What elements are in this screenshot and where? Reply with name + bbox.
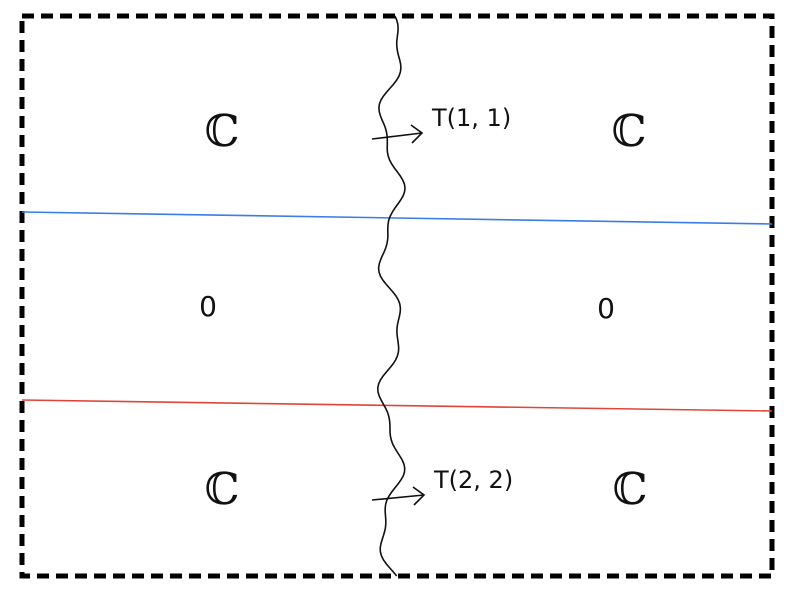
dashed-frame <box>19 13 775 579</box>
arrow-top <box>371 124 424 144</box>
region-top-right-symbol: ℂ <box>611 106 646 157</box>
region-top-left-symbol: ℂ <box>204 106 239 157</box>
arrow-bottom-label: T(2, 2) <box>433 466 513 494</box>
region-bottom-left-symbol: ℂ <box>204 464 239 515</box>
region-middle-right-symbol: 0 <box>597 292 615 325</box>
region-bottom-right-symbol: ℂ <box>612 464 647 515</box>
lower-red-line <box>21 399 773 412</box>
upper-blue-line <box>21 211 773 225</box>
region-middle-left-symbol: 0 <box>199 290 217 323</box>
wavy-vertical-line <box>376 15 406 577</box>
arrow-bottom <box>371 486 426 506</box>
arrow-top-label: T(1, 1) <box>431 104 511 132</box>
